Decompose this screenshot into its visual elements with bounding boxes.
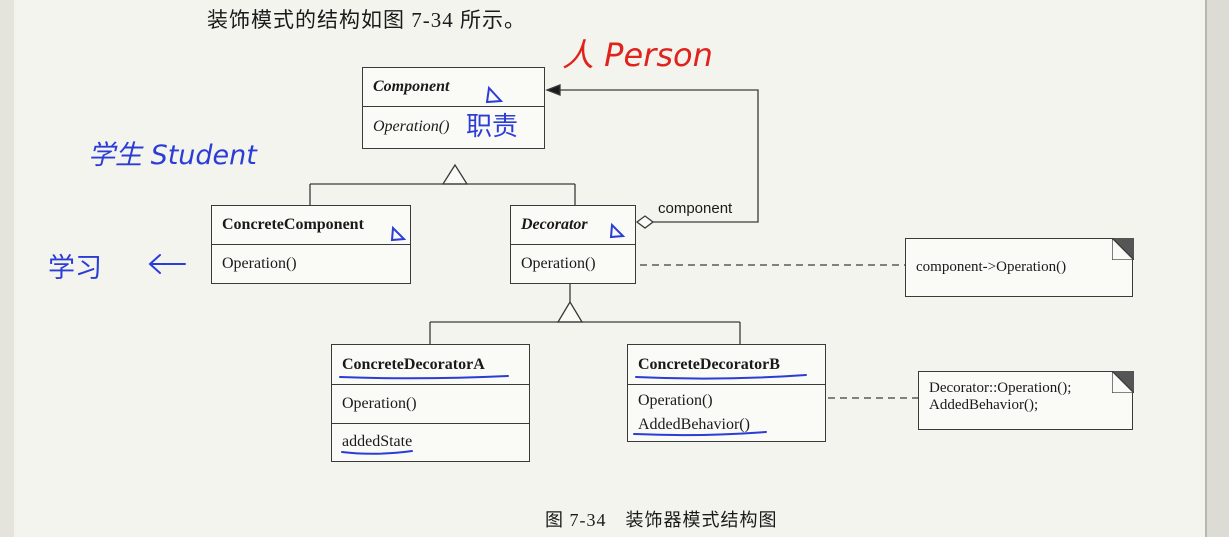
note-fold-icon (1111, 370, 1134, 393)
note-decorator: component->Operation() (905, 237, 1134, 297)
underline-concrete-decorator-a (339, 375, 509, 380)
class-concrete-decorator-b-operation: Operation() (638, 392, 713, 409)
handwritten-arrow-icon (148, 254, 186, 274)
figure-caption: 图 7-34 装饰器模式结构图 (545, 510, 778, 530)
intro-text: 装饰模式的结构如图 7-34 所示。 (207, 8, 526, 32)
handwritten-triangle-concrete-component-icon (390, 225, 407, 242)
class-concrete-decorator-a: ConcreteDecoratorA Operation() addedStat… (331, 344, 530, 462)
class-concrete-component-operation: Operation() (222, 255, 297, 272)
class-component-operation: Operation() (373, 118, 450, 135)
class-component-name: Component (363, 68, 544, 107)
class-decorator-name: Decorator (511, 206, 635, 245)
handwritten-triangle-decorator-icon (609, 222, 626, 239)
underline-concrete-decorator-b (635, 374, 807, 380)
handwriting-duty: 职责 (466, 112, 519, 142)
association-arrowhead (545, 84, 561, 96)
aggregation-diamond (635, 215, 655, 229)
class-concrete-component: ConcreteComponent Operation() (211, 205, 411, 284)
handwriting-study: 学习 (48, 253, 102, 284)
note-decorator-b-line2: AddedBehavior(); (929, 397, 1039, 413)
class-component: Component Operation() (362, 67, 545, 149)
class-concrete-decorator-a-operation: Operation() (342, 395, 417, 412)
class-concrete-component-name: ConcreteComponent (212, 206, 410, 245)
underline-added-state (341, 450, 413, 455)
note-fold-icon (1111, 237, 1134, 260)
left-edge (0, 0, 14, 537)
class-concrete-decorator-a-name: ConcreteDecoratorA (332, 345, 529, 385)
handwritten-triangle-component-icon (485, 85, 504, 104)
class-concrete-decorator-a-attribute: addedState (332, 423, 529, 460)
association-label: component (658, 200, 733, 217)
handwriting-student: 学生 Student (88, 140, 257, 171)
class-concrete-decorator-b-name: ConcreteDecoratorB (628, 345, 825, 385)
class-concrete-decorator-b: ConcreteDecoratorB Operation() AddedBeha… (627, 344, 826, 442)
note-decorator-b: Decorator::Operation(); AddedBehavior(); (918, 370, 1134, 430)
handwriting-person: 人 Person (562, 36, 713, 74)
aggregation-line (547, 89, 759, 223)
underline-added-behavior (633, 431, 767, 437)
note-decorator-text: component->Operation() (916, 259, 1067, 275)
class-decorator: Decorator Operation() (510, 205, 636, 284)
note-decorator-b-line1: Decorator::Operation(); (929, 380, 1072, 396)
scrollbar[interactable] (1205, 0, 1229, 537)
class-concrete-decorator-b-added-behavior: AddedBehavior() (638, 416, 750, 433)
class-decorator-operation: Operation() (521, 255, 596, 272)
